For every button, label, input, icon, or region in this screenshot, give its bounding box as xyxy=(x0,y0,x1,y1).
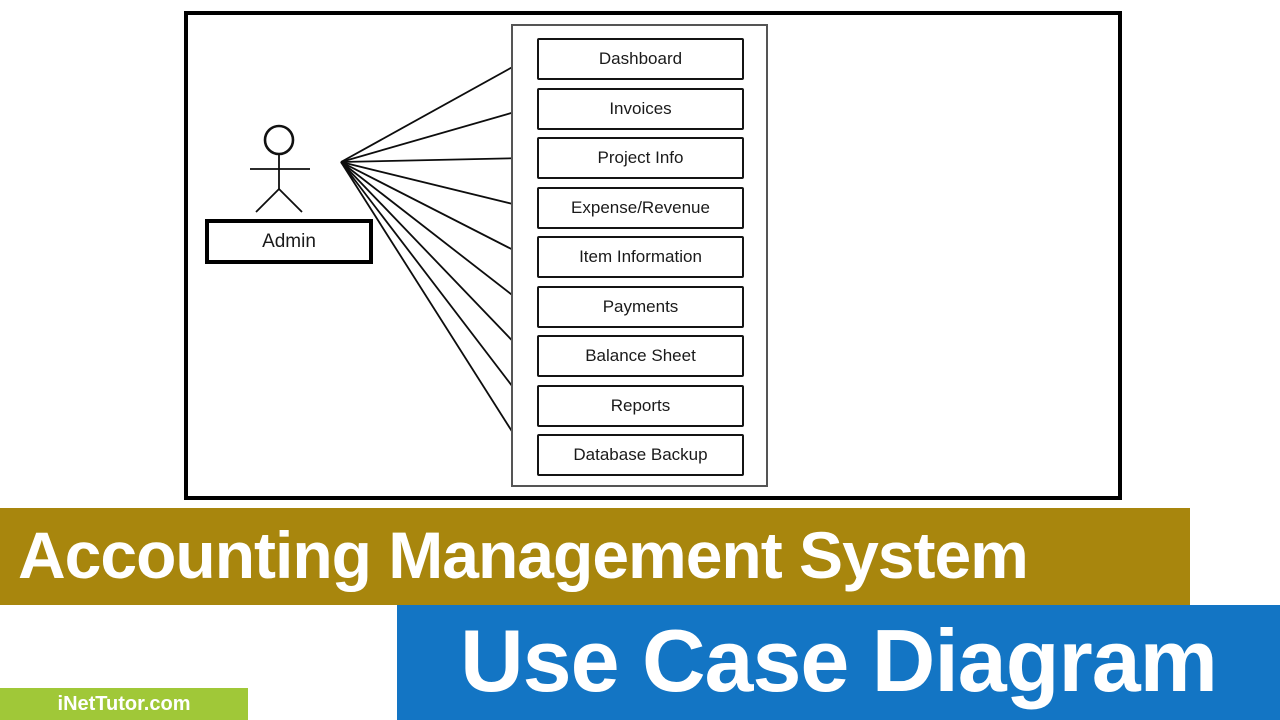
use-case-label: Balance Sheet xyxy=(585,346,696,365)
watermark-banner: iNetTutor.com xyxy=(0,688,248,720)
subtitle-banner: Use Case Diagram xyxy=(397,605,1280,720)
use-case-box: Database Backup xyxy=(537,434,744,476)
use-case-box: Dashboard xyxy=(537,38,744,80)
use-case-label: Database Backup xyxy=(573,445,708,464)
use-case-label: Expense/Revenue xyxy=(571,197,710,217)
use-case-box: Payments xyxy=(537,285,744,328)
title-banner: Accounting Management System xyxy=(0,508,1190,605)
use-case-box: Item Information xyxy=(537,236,744,278)
use-case-label: Item Information xyxy=(579,247,702,266)
use-case-label: Payments xyxy=(602,296,679,316)
use-case-label: Dashboard xyxy=(598,49,683,68)
use-case-label: Project Info xyxy=(597,148,684,167)
title-text: Accounting Management System xyxy=(18,517,1029,592)
use-case-label: Invoices xyxy=(609,98,672,118)
actor-label: Admin xyxy=(262,230,316,252)
use-case-box: Project Info xyxy=(537,137,744,179)
use-case-box: Invoices xyxy=(537,87,744,130)
use-case-box: Balance Sheet xyxy=(537,335,744,377)
use-case-box: Reports xyxy=(537,384,744,427)
use-case-box: Expense/Revenue xyxy=(537,186,744,229)
diagram-frame xyxy=(184,11,1122,500)
watermark-text: iNetTutor.com xyxy=(57,693,191,715)
actor-label-box: Admin xyxy=(205,219,373,264)
subtitle-text: Use Case Diagram xyxy=(460,610,1218,710)
use-case-label: Reports xyxy=(610,395,671,415)
